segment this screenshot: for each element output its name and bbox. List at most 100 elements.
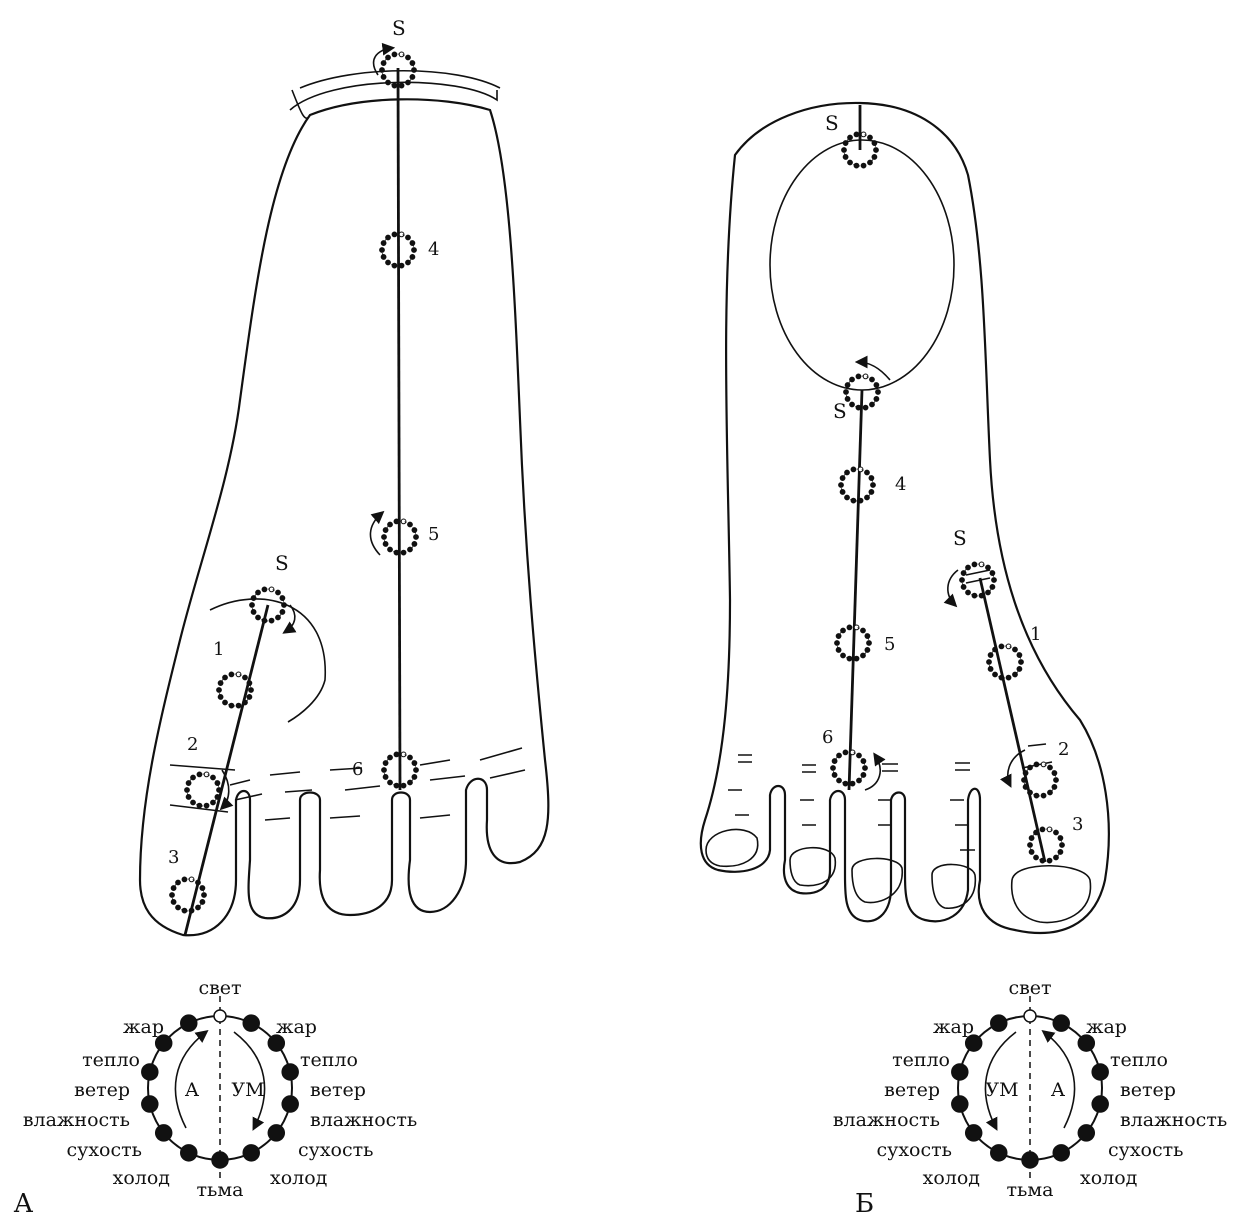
acupoint-dot [961, 571, 966, 576]
wheel-b: светтьмажартепловетервлажностьсухостьхол… [833, 977, 1227, 1201]
foot-a-top-s-label: S [392, 16, 406, 40]
wheel-dot [952, 1096, 968, 1112]
foot-a-point-1-label: 1 [213, 639, 224, 660]
acupoint-dot [410, 75, 415, 80]
wheel-dot [212, 1152, 228, 1168]
acupoint-dot [840, 476, 845, 481]
wheel-dot [243, 1145, 259, 1161]
wheel-inner-right-label: УМ [231, 1079, 264, 1101]
foot-b-outline [701, 103, 1109, 933]
wheel-dot [1053, 1015, 1069, 1031]
wheel-dot [1053, 1145, 1069, 1161]
foot-a-outline [140, 99, 548, 935]
wheel-inner-left-label: УМ [985, 1079, 1018, 1101]
foot-b: S S 4 5 6 S 1 2 3 [701, 103, 1109, 933]
acupoint-dot [840, 490, 845, 495]
wheel-top-label: свет [1008, 977, 1051, 999]
acupoint-dot [412, 775, 417, 780]
wheel-left-label: тепло [892, 1049, 950, 1071]
wheel-right-label: холод [270, 1167, 327, 1189]
acupoint-dot [865, 648, 870, 653]
acupoint-dot [410, 255, 415, 260]
foot-a-point-4-label: 4 [428, 239, 439, 260]
foot-b-ticks [966, 570, 1046, 746]
wheel-left-label: холод [923, 1167, 980, 1189]
foot-a-point-3 [170, 877, 207, 913]
wheel-right-label: тепло [1110, 1049, 1168, 1071]
acupoint-dot [280, 610, 285, 615]
acupoint-dot [410, 241, 415, 246]
acupoint-dot [861, 759, 866, 764]
acupoint-dot [218, 695, 223, 700]
acupoint-dot [832, 773, 837, 778]
wheel-dot [181, 1015, 197, 1031]
wheel-dot [1022, 1152, 1038, 1168]
panel-b-label: Б [855, 1189, 874, 1216]
foot-b-top-s-label: S [825, 111, 839, 135]
panel-a-label: A [13, 1189, 34, 1216]
wheel-dot [282, 1096, 298, 1112]
wheel-left-label: влажность [833, 1109, 940, 1131]
wheel-dot [243, 1015, 259, 1031]
wheel-dot [1092, 1096, 1108, 1112]
acupoint-dot [832, 759, 837, 764]
acupoint-dot [990, 571, 995, 576]
wheel-dot [181, 1145, 197, 1161]
foot-a-point-2 [185, 772, 222, 808]
wheel-dot [1078, 1125, 1094, 1141]
wheel-dot [966, 1125, 982, 1141]
acupoint-dot [412, 761, 417, 766]
wheel-right-label: сухость [298, 1139, 373, 1161]
wheel-right-label: ветер [1120, 1079, 1176, 1101]
wheel-dot [1092, 1064, 1108, 1080]
acupoint-dot [874, 383, 879, 388]
foot-a-side-s-label: S [275, 551, 289, 575]
acupoint-dot [1017, 653, 1022, 658]
acupoint-dot [843, 141, 848, 146]
foot-a-creases [230, 748, 525, 820]
acupoint-dot [251, 610, 256, 615]
acupoint-dot [845, 383, 850, 388]
wheel-bottom-label: тьма [197, 1179, 244, 1201]
foot-b-side-s-label: S [953, 526, 967, 550]
acupoint-dot [1029, 836, 1034, 841]
wheel-left-label: жар [123, 1016, 164, 1038]
foot-b-toenails [706, 829, 1090, 922]
foot-b-ring-s-label: S [833, 399, 847, 423]
wheel-right-label: влажность [1120, 1109, 1227, 1131]
acupoint-dot [1058, 850, 1063, 855]
foot-a-main-channel [398, 68, 400, 790]
wheel-dot [142, 1096, 158, 1112]
acupoint-dot [280, 596, 285, 601]
acupoint-dot [861, 773, 866, 778]
acupoint-dot [843, 155, 848, 160]
acupoint-dot [200, 886, 205, 891]
wheel-left-label: сухость [67, 1139, 142, 1161]
acupoint-dot [836, 648, 841, 653]
acupoint-dot [171, 900, 176, 905]
foot-b-point-1 [987, 644, 1024, 680]
acupoint-dot [1023, 771, 1028, 776]
wheel-dot [156, 1125, 172, 1141]
acupoint-dot [381, 255, 386, 260]
wheel-left-label: ветер [884, 1079, 940, 1101]
foot-b-rotation-arrow-ring [858, 362, 890, 380]
acupoint-dot [412, 542, 417, 547]
wheel-inner-right-label: А [1051, 1079, 1066, 1101]
acupoint-dot [383, 542, 388, 547]
acupoint-dot [247, 681, 252, 686]
acupoint-dot [171, 886, 176, 891]
wheel-right-label: влажность [310, 1109, 417, 1131]
wheel-right-label: жар [276, 1016, 317, 1038]
acupoint-dot [247, 695, 252, 700]
wheel-a: светтьмажартепловетервлажностьсухостьхол… [23, 977, 417, 1201]
foot-b-point-6-label: 6 [822, 727, 833, 748]
acupoint-dot [836, 634, 841, 639]
foot-b-main-channel [849, 390, 862, 790]
acupoint-dot [410, 61, 415, 66]
acupoint-dot [1029, 850, 1034, 855]
foot-b-point-3 [1028, 827, 1065, 863]
acupoint-dot [200, 900, 205, 905]
acupoint-dot [215, 795, 220, 800]
wheel-left-label: холод [113, 1167, 170, 1189]
